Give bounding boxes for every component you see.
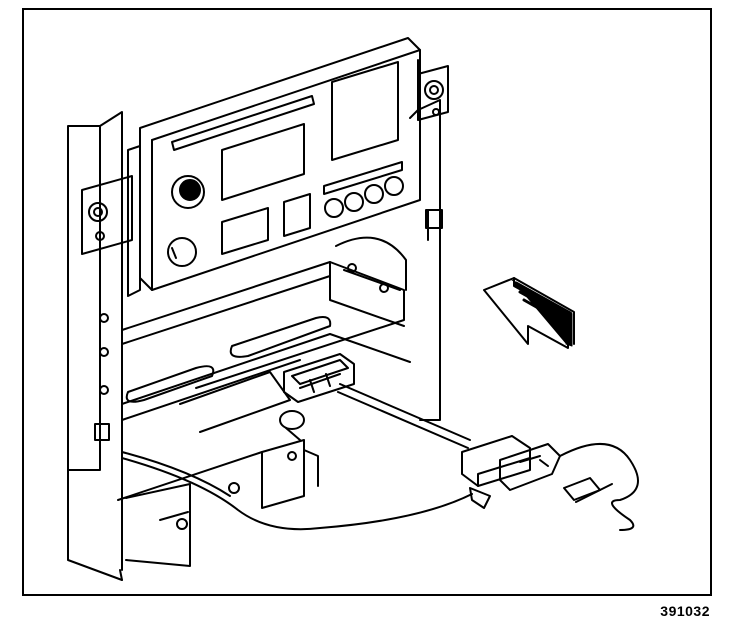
wire-harness <box>121 383 473 531</box>
harness-connector <box>461 435 561 509</box>
figure-id-label: 391032 <box>660 603 710 619</box>
radio-faceplate <box>127 37 421 297</box>
diagram-frame <box>22 8 712 596</box>
mounting-bracket-left <box>81 175 133 255</box>
arrow-icon <box>483 277 575 349</box>
mounting-shelf <box>121 236 411 433</box>
pigtail-lead <box>559 443 639 531</box>
mounting-bracket-right <box>417 65 449 121</box>
antenna-socket <box>283 353 355 403</box>
mounting-nut <box>279 410 305 441</box>
